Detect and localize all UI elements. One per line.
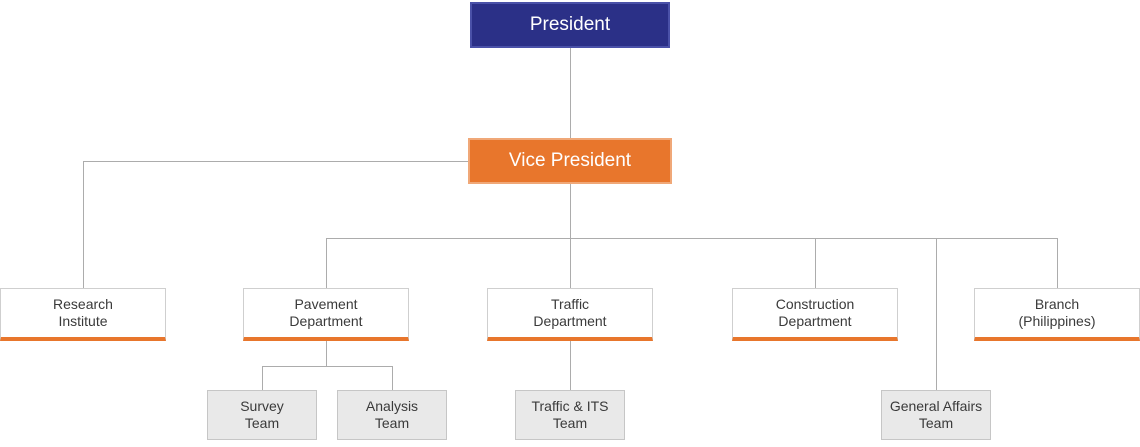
connector-drop-traffic-its-team bbox=[570, 341, 571, 390]
node-construction-department-label: Construction Department bbox=[775, 295, 855, 330]
node-survey-team[interactable]: Survey Team bbox=[207, 390, 317, 440]
node-branch-philippines[interactable]: Branch (Philippines) bbox=[974, 288, 1140, 341]
connector-drop-pavement bbox=[326, 238, 327, 288]
connector-drop-research-institute bbox=[83, 161, 84, 288]
node-vice-president[interactable]: Vice President bbox=[468, 138, 672, 184]
connector-drop-branch bbox=[1057, 238, 1058, 288]
node-research-institute-label: Research Institute bbox=[53, 295, 113, 330]
node-traffic-department-label: Traffic Department bbox=[533, 295, 607, 330]
connector-drop-analysis-team bbox=[392, 366, 393, 390]
node-survey-team-label: Survey Team bbox=[240, 397, 284, 432]
node-construction-department[interactable]: Construction Department bbox=[732, 288, 898, 341]
connector-drop-traffic bbox=[570, 238, 571, 288]
connector-pavement-bus bbox=[262, 366, 393, 367]
node-branch-philippines-label: Branch (Philippines) bbox=[1018, 295, 1096, 330]
node-general-affairs-team-label: General Affairs Team bbox=[889, 397, 983, 432]
connector-drop-survey-team bbox=[262, 366, 263, 390]
connector-main-bus bbox=[326, 238, 1058, 239]
node-general-affairs-team[interactable]: General Affairs Team bbox=[881, 390, 991, 440]
node-traffic-its-team-label: Traffic & ITS Team bbox=[531, 397, 609, 432]
connector-vp-stem bbox=[570, 184, 571, 238]
node-analysis-team-label: Analysis Team bbox=[365, 397, 419, 432]
node-pavement-department-label: Pavement Department bbox=[289, 295, 363, 330]
connector-drop-construction bbox=[815, 238, 816, 288]
connector-vp-left-bus bbox=[83, 161, 470, 162]
node-research-institute[interactable]: Research Institute bbox=[0, 288, 166, 341]
node-analysis-team[interactable]: Analysis Team bbox=[337, 390, 447, 440]
connector-drop-general-affairs bbox=[936, 238, 937, 390]
node-president-label: President bbox=[529, 14, 611, 36]
node-pavement-department[interactable]: Pavement Department bbox=[243, 288, 409, 341]
connector-president-to-vp bbox=[570, 48, 571, 138]
node-traffic-its-team[interactable]: Traffic & ITS Team bbox=[515, 390, 625, 440]
node-president[interactable]: President bbox=[470, 2, 670, 48]
node-traffic-department[interactable]: Traffic Department bbox=[487, 288, 653, 341]
connector-pavement-stem bbox=[326, 341, 327, 366]
node-vice-president-label: Vice President bbox=[508, 150, 632, 172]
